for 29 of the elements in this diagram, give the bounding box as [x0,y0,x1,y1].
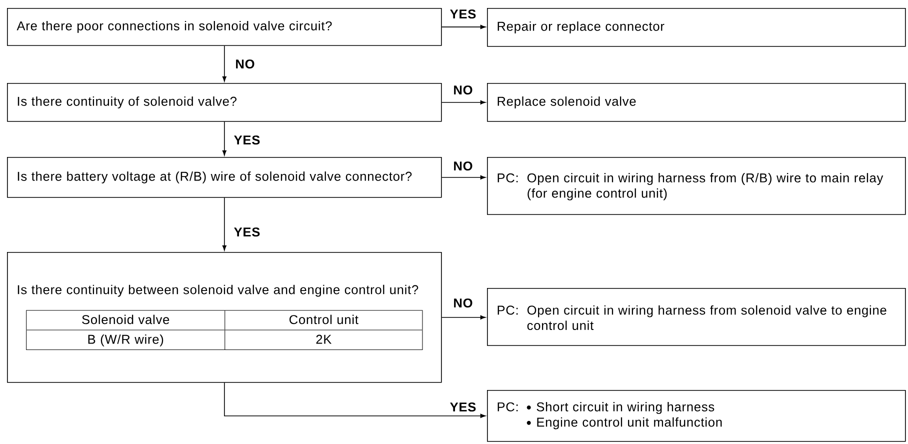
edge-label: NO [452,84,474,96]
arrow [224,382,486,418]
edge-label: NO [452,160,474,172]
edge-label: NO [452,297,474,309]
arrow [441,175,486,180]
table-cell: 2K [316,334,332,344]
edge-label: YES [448,401,478,413]
question-box: Is there continuity of solenoid valve? [7,83,442,122]
question-box: Are there poor connections in solenoid valve circuit? [7,8,442,46]
arrow [441,315,486,320]
question-box: Is there battery voltage at (R/B) wire of solenoid valve connector? [7,157,442,198]
table-cell: B (W/R wire) [88,334,164,346]
result-box: PC: Open circuit in wiring harness from (R/B) wire to main relay (for engine control unit) [487,157,906,215]
edge-label: YES [232,134,262,146]
arrow [222,45,226,82]
edge-label: YES [448,8,478,20]
arrow [441,24,486,29]
result-box: PC: Open circuit in wiring harness from solenoid valve to engine control unit [487,288,906,346]
result-box: PC: Short circuit in wiring harness Engine control unit malfunction [487,390,906,442]
arrow [222,121,226,156]
arrow [222,197,226,251]
arrow [441,100,486,104]
edge-label: NO [234,58,256,70]
action-box: Replace solenoid valve [487,83,906,122]
table-header: Control unit [290,314,358,324]
edge-label: YES [232,226,262,238]
question-box: Is there continuity between solenoid valve and engine control unit? Solenoid valve Control unit B (W/R wire) 2K [7,252,442,383]
table-header: Solenoid valve [82,314,170,324]
action-box: Repair or replace connector [487,8,906,47]
